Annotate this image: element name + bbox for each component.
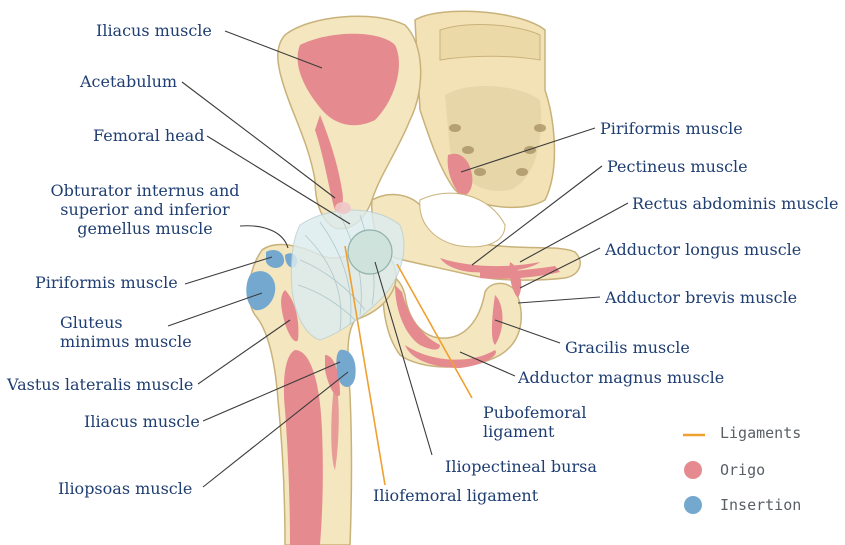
vertebra <box>440 25 540 60</box>
label-gluteus-line-1: Gluteus <box>60 313 192 332</box>
insertion-legend-icon <box>684 496 702 514</box>
legend-origo-text: Origo <box>720 461 765 479</box>
legend-insertion-text: Insertion <box>720 496 801 514</box>
label-gluteus-minimus: Gluteus minimus muscle <box>60 313 192 351</box>
label-vastus-lateralis: Vastus lateralis muscle <box>7 375 193 394</box>
label-adductor-magnus: Adductor magnus muscle <box>518 368 724 387</box>
label-obturator: Obturator internus and superior and infe… <box>45 181 245 238</box>
label-obturator-line-2: superior and inferior <box>45 200 245 219</box>
label-adductor-brevis: Adductor brevis muscle <box>605 288 797 307</box>
label-acetabulum: Acetabulum <box>80 72 177 91</box>
origo-legend-icon <box>684 461 702 479</box>
label-iliofemoral: Iliofemoral ligament <box>373 486 538 505</box>
legend-ligaments-text: Ligaments <box>720 424 801 442</box>
label-gluteus-line-2: minimus muscle <box>60 332 192 351</box>
label-iliacus-top: Iliacus muscle <box>96 21 212 40</box>
label-pubofemoral-line-2: ligament <box>483 422 586 441</box>
label-iliopsoas: Iliopsoas muscle <box>58 479 192 498</box>
label-gracilis: Gracilis muscle <box>565 338 690 357</box>
label-piriformis-left: Piriformis muscle <box>35 273 178 292</box>
label-pectineus: Pectineus muscle <box>607 157 748 176</box>
label-iliacus-bottom: Iliacus muscle <box>84 412 200 431</box>
label-rectus-abdominis: Rectus abdominis muscle <box>632 194 838 213</box>
label-pubofemoral-line-1: Pubofemoral <box>483 403 586 422</box>
label-pubofemoral: Pubofemoral ligament <box>483 403 586 441</box>
label-adductor-longus: Adductor longus muscle <box>605 240 801 259</box>
label-obturator-line-3: gemellus muscle <box>45 219 245 238</box>
femoral-head <box>348 230 392 274</box>
label-piriformis-right: Piriformis muscle <box>600 119 743 138</box>
label-iliopectineal: Iliopectineal bursa <box>445 457 597 476</box>
label-obturator-line-1: Obturator internus and <box>45 181 245 200</box>
label-femoral-head: Femoral head <box>93 126 204 145</box>
